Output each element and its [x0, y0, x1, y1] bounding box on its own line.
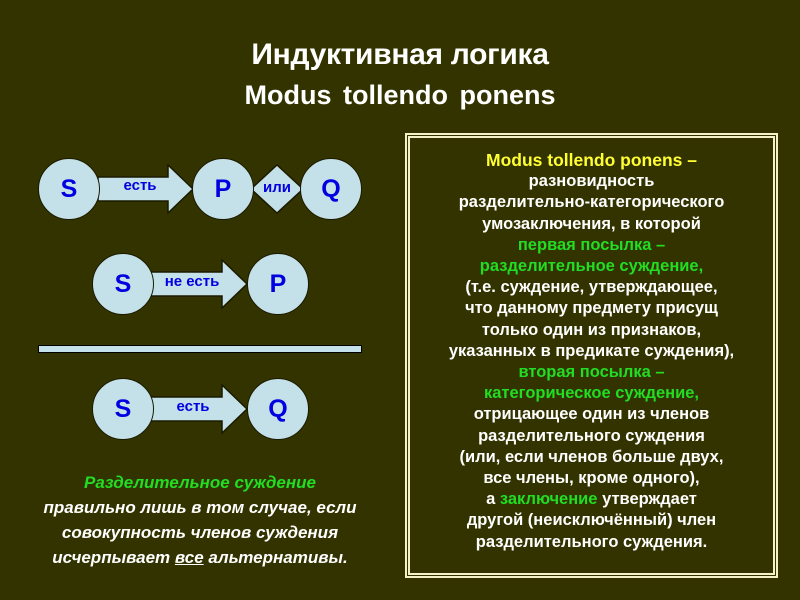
definition-line: разделительного суждения: [478, 426, 705, 445]
arrow-right-icon: [150, 259, 249, 309]
definition-line: разновидность: [528, 172, 655, 191]
definition-line: разделительного суждения.: [475, 532, 708, 551]
slide-title: Индуктивная логика: [251, 38, 549, 71]
node-predicate: P: [192, 158, 254, 220]
note-line: правильно лишь в том случае, если: [43, 498, 357, 517]
first-premise-type: разделительное суждение,: [479, 257, 704, 276]
definition-line: указанных в предикате суждения),: [448, 341, 735, 360]
node-alternative: Q: [300, 158, 362, 220]
note-line: совокупность членов суждения: [61, 523, 339, 542]
note-text: исчерпывает: [52, 548, 175, 567]
definition-term: Modus tollendo ponens –: [486, 150, 697, 170]
node-subject: S: [38, 158, 100, 220]
definition-line: все члены, кроме одного),: [483, 469, 700, 488]
disjunctive-judgment-note: Разделительное суждение правильно лишь в…: [10, 470, 390, 570]
note-text: альтернативы.: [203, 548, 348, 567]
arrow-right-icon: [150, 384, 249, 434]
second-premise-type: категорическое суждение,: [483, 384, 699, 403]
node-subject: S: [92, 378, 154, 440]
definition-line: другой (неисключённый) член: [466, 511, 717, 530]
node-subject: S: [92, 253, 154, 315]
definition-line: а заключение утверждает: [416, 489, 767, 510]
definition-line: (т.е. суждение, утверждающее,: [465, 278, 718, 297]
definition-line: умозаключения, в которой: [482, 214, 701, 233]
connector-or: или: [263, 179, 291, 196]
definition-line: отрицающее один из членов: [473, 405, 710, 424]
definition-text: а: [486, 490, 500, 509]
arrow-label-is-not: не есть: [164, 273, 220, 290]
definition-line: только один из признаков,: [481, 320, 702, 339]
conclusion-divider: [38, 345, 362, 353]
definition-box: Modus tollendo ponens – разновидность ра…: [405, 133, 778, 578]
node-predicate: P: [247, 253, 309, 315]
diamond-icon: [249, 164, 305, 214]
node-conclusion: Q: [247, 378, 309, 440]
slide-subtitle: Modus tollendo ponens: [244, 80, 556, 110]
arrow-right-icon: [98, 164, 195, 214]
emphasis-all: все: [174, 548, 204, 567]
arrow-label-is: есть: [123, 177, 157, 194]
definition-line: что данному предмету присущ: [465, 299, 718, 318]
syllogism-diagram: есть или S P Q не есть S P есть S Q: [38, 158, 362, 440]
second-premise-label: вторая посылка –: [518, 363, 665, 382]
definition-line: разделительно-категорического: [458, 193, 725, 212]
first-premise-label: первая посылка –: [517, 235, 666, 254]
definition-text: утверждает: [597, 490, 697, 509]
arrow-label-is: есть: [176, 398, 210, 415]
conclusion-label: заключение: [499, 490, 598, 509]
definition-line: (или, если членов больше двух,: [459, 447, 724, 466]
note-line: исчерпывает все альтернативы.: [10, 545, 390, 570]
note-lead: Разделительное суждение: [84, 473, 316, 492]
